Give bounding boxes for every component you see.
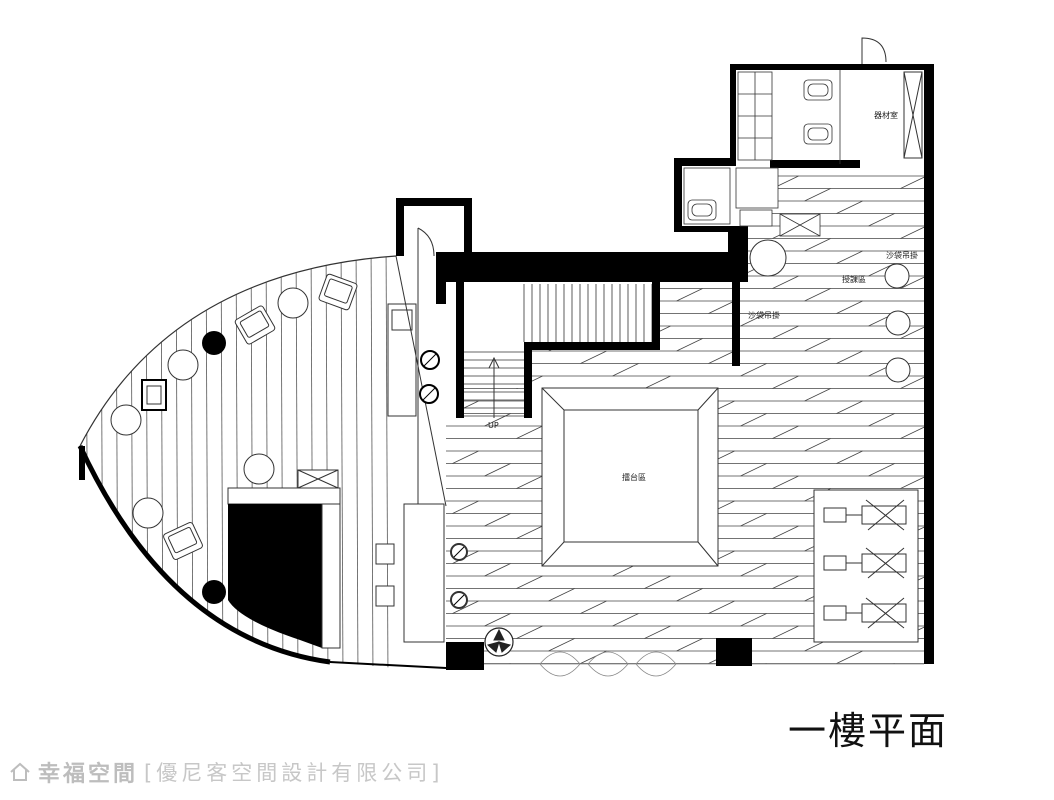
entrance-plant xyxy=(484,627,514,657)
black-columns xyxy=(202,331,226,604)
restrooms xyxy=(683,70,841,237)
label-stair-up: UP xyxy=(488,421,499,430)
bar-counter xyxy=(227,469,341,649)
label-equipment-room: 器材室 xyxy=(874,110,898,120)
entry-vestibule xyxy=(396,198,472,257)
equipment-room xyxy=(861,37,923,159)
plan-caption: 一樓平面 xyxy=(788,709,949,753)
watermark: 幸福空間 [優尼客空間設計有限公司] xyxy=(8,756,443,788)
round-tables xyxy=(110,287,309,529)
label-ring-area: 擂台區 xyxy=(622,472,646,482)
sandbags xyxy=(450,239,911,609)
fitness-machines xyxy=(813,489,919,643)
label-sandbag-2: 沙袋吊掛 xyxy=(748,310,780,320)
house-icon xyxy=(10,762,30,781)
watermark-brand: 幸福空間 xyxy=(38,762,139,787)
walls xyxy=(436,64,934,670)
side-table xyxy=(141,379,167,411)
entrance-doors xyxy=(329,651,924,677)
service-corridor xyxy=(375,255,447,643)
boxing-ring xyxy=(541,387,719,567)
armchairs xyxy=(163,273,358,560)
stair-arrow xyxy=(488,356,500,418)
label-sandbag-1: 沙袋吊掛 xyxy=(886,250,918,260)
label-teaching-area: 授課區 xyxy=(842,274,866,284)
watermark-designer: [優尼客空間設計有限公司] xyxy=(144,761,444,785)
